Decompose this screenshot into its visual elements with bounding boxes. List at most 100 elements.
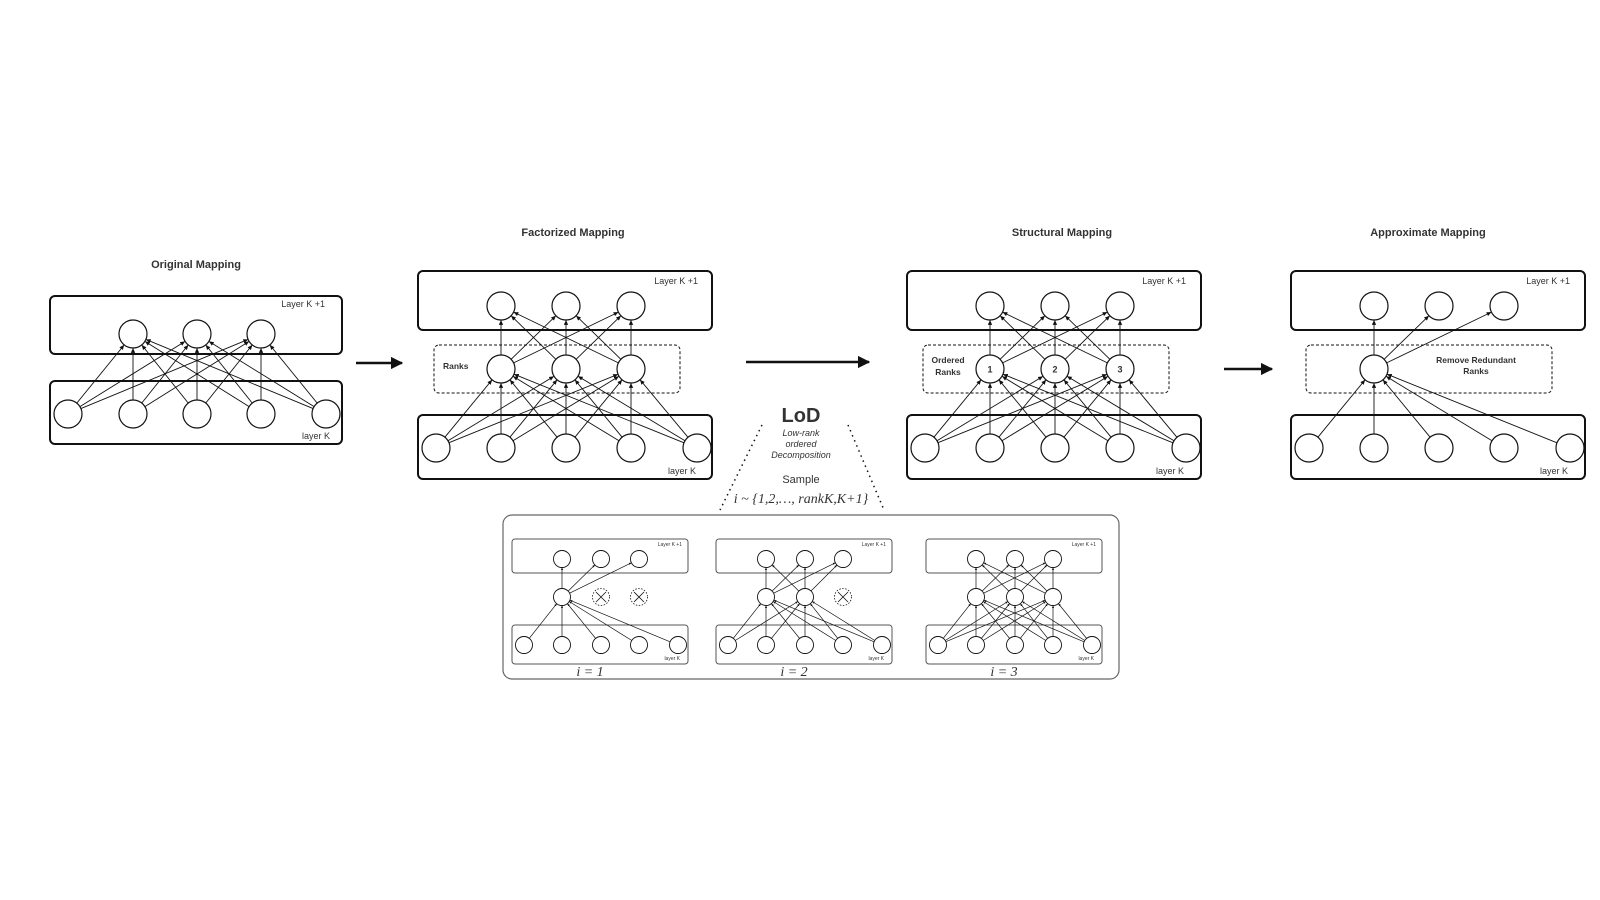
sample-caption: i = 2 (780, 665, 807, 680)
layer-k-neuron (246, 399, 276, 429)
layer-k-plus-1-box (715, 538, 893, 574)
layer-k-plus-1-neuron (182, 319, 212, 349)
layer-k-neuron (118, 399, 148, 429)
layer-k-neuron (1006, 636, 1024, 654)
rank-neuron (553, 588, 571, 606)
connection-arrow (1020, 603, 1048, 639)
layer-k-plus-1-neuron (118, 319, 148, 349)
rank-neuron (1105, 354, 1135, 384)
connection-arrow (999, 315, 1046, 360)
layer-k-box (49, 380, 343, 445)
layer-k-neuron (515, 636, 533, 654)
layer-k-plus-1-neuron (975, 291, 1005, 321)
connection-arrow (735, 601, 798, 641)
remove-redundant-ranks-box (1305, 344, 1553, 394)
layer-k-box (417, 414, 713, 480)
layer-k-neuron (1294, 433, 1324, 463)
layer-k-label: layer K (664, 656, 680, 662)
connection-arrow (512, 375, 620, 442)
layer-k-plus-1-neuron (1105, 291, 1135, 321)
layer-k-box (1290, 414, 1586, 480)
structural-mapping-title: Structural Mapping (1012, 227, 1112, 239)
connection-arrow (773, 562, 836, 594)
remove-redundant-label: Remove Redundant (1436, 355, 1516, 365)
layer-k-plus-1-neuron (616, 291, 646, 321)
layer-k-plus-1-label: Layer K +1 (1142, 276, 1186, 286)
layer-k-neuron (553, 636, 571, 654)
layer-k-plus-1-label: Layer K +1 (1526, 276, 1570, 286)
connection-arrow (733, 603, 761, 639)
layer-k-neuron (834, 636, 852, 654)
ranks-box (433, 344, 681, 394)
connection-arrow (513, 373, 685, 444)
layer-k-neuron (929, 636, 947, 654)
connection-arrow (945, 601, 1008, 641)
layer-k-neuron (682, 433, 712, 463)
layer-k-plus-1-label: Layer K +1 (658, 542, 683, 548)
connection-arrow (933, 379, 982, 438)
layer-k-neuron (1105, 433, 1135, 463)
layer-k-box (906, 414, 1202, 480)
rank-neuron (796, 588, 814, 606)
original-mapping-title: Original Mapping (151, 259, 241, 271)
layer-k-neuron (873, 636, 891, 654)
cross-icon (595, 591, 607, 603)
connection-arrow (141, 344, 189, 404)
connection-arrow (569, 562, 632, 594)
layer-k-plus-1-neuron (592, 550, 610, 568)
layer-k-label: layer K (302, 431, 330, 441)
original-mapping-panel: Layer K +1 layer K (49, 295, 343, 445)
approximate-mapping-title: Approximate Mapping (1370, 227, 1486, 239)
connection-arrow (1002, 373, 1174, 444)
layer-k-plus-1-label: Layer K +1 (1072, 542, 1097, 548)
connection-arrow (1064, 315, 1111, 360)
layer-k-plus-1-neuron (1006, 550, 1024, 568)
connection-arrow (569, 599, 671, 643)
lod-subtitle-2: ordered (785, 439, 817, 449)
layer-k-plus-1-neuron (551, 291, 581, 321)
layer-k-plus-1-neuron (246, 319, 276, 349)
lod-subtitle-3: Decomposition (771, 450, 831, 460)
cross-icon (837, 591, 849, 603)
rank-neuron (967, 588, 985, 606)
layer-k-neuron (669, 636, 687, 654)
layer-k-neuron (421, 433, 451, 463)
ordered-label: Ordered (931, 355, 964, 365)
layer-k-neuron (1040, 433, 1070, 463)
samples-container (502, 514, 1120, 680)
connection-arrow (575, 315, 622, 360)
rank-neuron (1040, 354, 1070, 384)
layer-k-plus-1-box (1290, 270, 1586, 331)
connection-arrow (510, 315, 557, 360)
layer-k-plus-1-neuron (630, 550, 648, 568)
layer-k-plus-1-box (417, 270, 713, 331)
layer-k-plus-1-neuron (1040, 291, 1070, 321)
connection-arrow (1066, 375, 1175, 442)
ordered-ranks-box (922, 344, 1170, 394)
layer-k-neuron (967, 636, 985, 654)
factorized-mapping-title: Factorized Mapping (521, 227, 624, 239)
rank-neuron (757, 588, 775, 606)
connection-arrow (76, 344, 125, 404)
layer-k-plus-1-box (511, 538, 689, 574)
layer-k-neuron (719, 636, 737, 654)
connection-arrow (1020, 564, 1048, 592)
connection-arrow (269, 344, 318, 404)
layer-k-neuron (1555, 433, 1585, 463)
connection-arrow (1128, 379, 1178, 438)
layer-k-neuron (757, 636, 775, 654)
layer-k-label: layer K (1540, 466, 1568, 476)
connection-arrow (1317, 379, 1366, 438)
layer-k-plus-1-neuron (486, 291, 516, 321)
layer-k-neuron (311, 399, 341, 429)
sample-formula: i ~ {1,2,…, rankK,K+1} (734, 492, 869, 507)
ranks-label: Ranks (443, 361, 469, 371)
connection-arrow (145, 338, 314, 410)
connection-arrow (812, 601, 875, 641)
layer-k-neuron (1044, 636, 1062, 654)
connection-arrow (1385, 375, 1493, 442)
